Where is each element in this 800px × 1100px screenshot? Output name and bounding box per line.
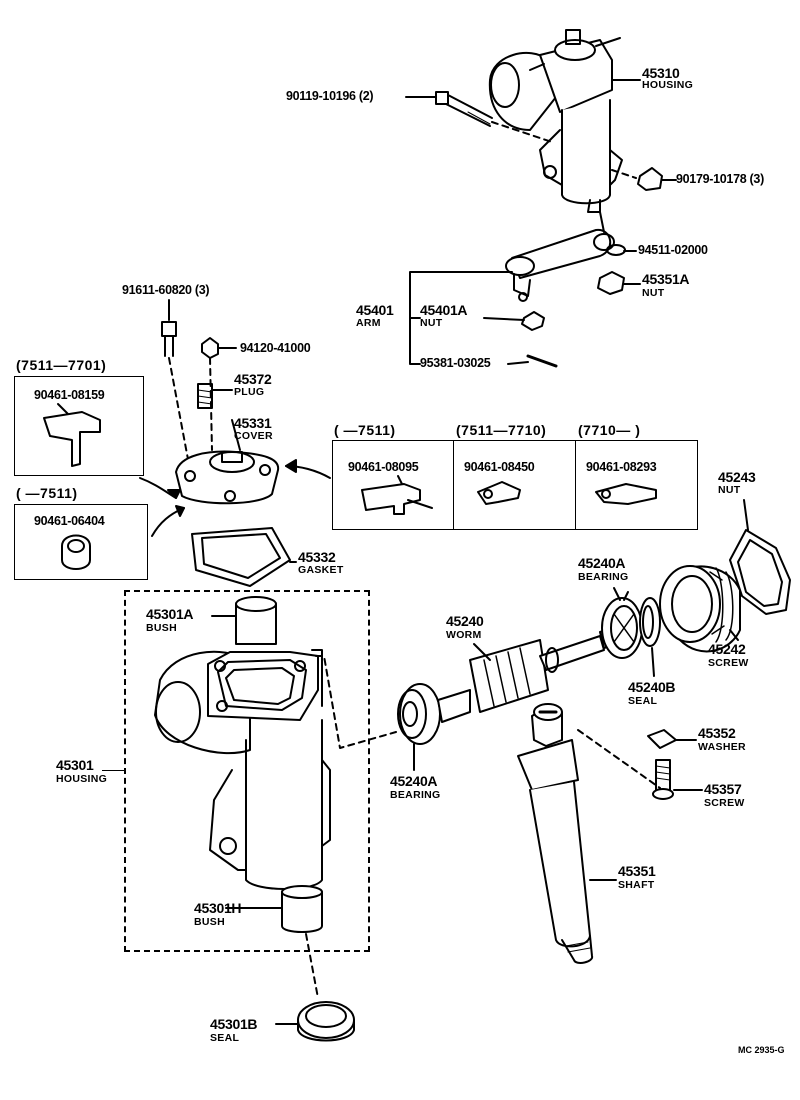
part-number-45301a: 45301A [146, 606, 194, 622]
bracket-icon-08159 [43, 411, 101, 467]
part-name-45351a: NUT [642, 287, 665, 299]
part-number-45240a-bottom: 45240A [390, 773, 438, 789]
part-number-pin-95381: 95381-03025 [420, 356, 491, 370]
part-name-45301b: SEAL [210, 1032, 240, 1044]
bracket-box-right [332, 440, 698, 530]
part-name-45240: WORM [446, 629, 482, 641]
clip-icon-08293 [595, 483, 657, 505]
part-number-45401a: 45401A [420, 302, 468, 318]
screw-45357 [652, 759, 703, 800]
part-number-90461-06404: 90461-06404 [34, 514, 105, 528]
part-number-90461-08095: 90461-08095 [348, 460, 419, 474]
part-name-45310: HOUSING [642, 79, 694, 91]
part-number-45310: 45310 [642, 65, 680, 81]
bolt-91611 [161, 299, 191, 471]
nut-45351a [597, 271, 625, 295]
main-housing-45301 [154, 596, 331, 890]
part-name-45242: SCREW [708, 657, 749, 669]
part-number-washer-94511: 94511-02000 [638, 243, 708, 257]
plug-45372 [197, 383, 233, 409]
part-number-45240: 45240 [446, 613, 484, 629]
bearing-45240a-upper [601, 597, 643, 659]
part-number-bolt-top: 90119-10196 (2) [286, 89, 374, 103]
part-number-45352: 45352 [698, 725, 736, 741]
part-number-nut-94120: 94120-41000 [240, 341, 311, 355]
part-name-45332: GASKET [298, 564, 344, 576]
nut-90179 [637, 167, 663, 191]
part-number-45242: 45242 [708, 641, 746, 657]
range-right-2: (7511—7710) [456, 422, 547, 438]
pitman-arm-45401 [505, 211, 615, 302]
part-name-45240a-top: BEARING [578, 571, 629, 583]
sector-shaft-45351 [517, 703, 617, 964]
part-number-45331: 45331 [234, 415, 272, 431]
part-number-45240a-top: 45240A [578, 555, 626, 571]
seal-45240b [639, 597, 661, 647]
part-name-45301h: BUSH [194, 916, 225, 928]
part-number-90461-08293: 90461-08293 [586, 460, 657, 474]
bracket-box-left-bottom [14, 504, 148, 580]
part-name-45243: NUT [718, 484, 741, 496]
bracket-box-right-divider [453, 440, 576, 530]
part-number-45401: 45401 [356, 302, 394, 318]
bolt-90119 [435, 91, 493, 127]
part-number-bolt-91611: 91611-60820 (3) [122, 283, 210, 297]
part-number-45351a: 45351A [642, 271, 690, 287]
part-number-90461-08159: 90461-08159 [34, 388, 105, 402]
part-name-45351: SHAFT [618, 879, 655, 891]
seal-45301b [297, 1001, 355, 1042]
part-number-45351: 45351 [618, 863, 656, 879]
worm-shaft-45240 [437, 625, 625, 723]
part-name-45331: COVER [234, 430, 273, 442]
clip-icon-08450 [477, 481, 521, 505]
part-name-45401a: NUT [420, 317, 443, 329]
part-number-90461-08450: 90461-08450 [464, 460, 535, 474]
range-right-1: ( —7511) [334, 422, 396, 438]
part-number-45301h: 45301H [194, 900, 242, 916]
range-right-3: (7710— ) [578, 422, 641, 438]
adjusting-screw-45242 [659, 565, 741, 653]
part-number-45332: 45332 [298, 549, 336, 565]
housing-leader [102, 770, 124, 771]
drawing-code: MC 2935-G [738, 1045, 785, 1055]
bracket-box-left-top [14, 376, 144, 476]
washer-45352 [647, 729, 697, 749]
part-number-45372: 45372 [234, 371, 272, 387]
part-number-45357: 45357 [704, 781, 742, 797]
cover-45331 [175, 419, 280, 505]
part-name-45372: PLUG [234, 386, 265, 398]
cotter-pin [526, 354, 558, 368]
range-left-bottom: ( —7511) [16, 485, 78, 501]
part-number-45301b: 45301B [210, 1016, 258, 1032]
bush-45301h [281, 885, 323, 933]
housing-assembly-dashed-box [124, 590, 370, 952]
nut-94120 [201, 337, 219, 359]
nut-45401a [521, 311, 545, 331]
part-number-45240b: 45240B [628, 679, 676, 695]
upper-housing-45310 [488, 29, 623, 213]
range-left-top: (7511—7701) [16, 357, 107, 373]
lock-nut-45243 [729, 499, 791, 615]
washer-94511 [606, 244, 626, 256]
part-name-45240b: SEAL [628, 695, 658, 707]
part-number-nut-top: 90179-10178 (3) [676, 172, 764, 186]
part-name-45240a-bottom: BEARING [390, 789, 441, 801]
gasket-45332 [191, 527, 297, 587]
part-name-45401: ARM [356, 317, 381, 329]
part-name-45301: HOUSING [56, 773, 108, 785]
bracket-icon-08095 [361, 483, 421, 515]
part-name-45301a: BUSH [146, 622, 177, 634]
part-name-45352: WASHER [698, 741, 746, 753]
part-name-45357: SCREW [704, 797, 745, 809]
part-number-45301: 45301 [56, 757, 94, 773]
part-number-45243: 45243 [718, 469, 756, 485]
clamp-icon-06404 [61, 534, 91, 570]
bearing-45240a-lower [397, 683, 441, 745]
